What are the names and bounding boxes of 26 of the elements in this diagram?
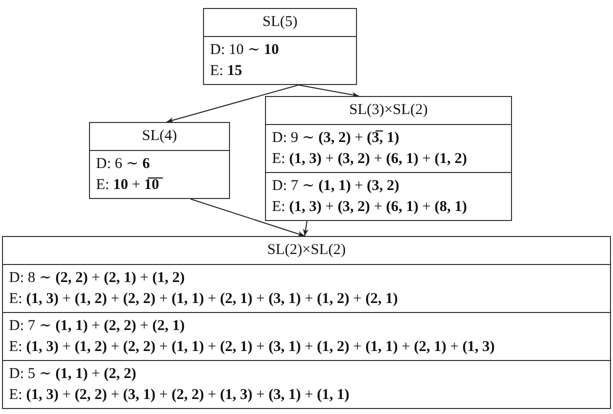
dimension-line-text: D: 7 ∼ (1, 1) + (2, 2) + (2, 1) bbox=[9, 317, 186, 336]
representation-line: E: (1, 3) + (3, 2) + (6, 1) + (8, 1) bbox=[272, 198, 468, 217]
group-box bbox=[89, 122, 230, 199]
group-title: SL(5) bbox=[204, 9, 356, 37]
representation-line: E: (1, 3) + (3, 2) + (6, 1) + (1, 2) bbox=[272, 150, 468, 169]
representation-line: E: (1, 3) + (1, 2) + (2, 2) + (1, 1) + (2, 1) + (3, 1) + (1, 2) + (2, 1) bbox=[9, 290, 399, 309]
representation-line: E: (1, 3) + (2, 2) + (3, 1) + (2, 2) + (1, 3) + (3, 1) + (1, 1) bbox=[9, 386, 350, 405]
representation-line: E: 15 bbox=[210, 62, 244, 81]
dimension-line-text: D: 8 ∼ (2, 2) + (2, 1) + (1, 2) bbox=[9, 269, 186, 288]
group-box bbox=[265, 96, 512, 221]
arrow bbox=[190, 198, 306, 236]
arrow bbox=[298, 84, 360, 98]
group-box bbox=[2, 236, 611, 409]
group-title: SL(2)×SL(2) bbox=[3, 237, 610, 265]
dimension-line-text: D: 10 ∼ 10 bbox=[210, 41, 280, 60]
group-title: SL(4) bbox=[90, 123, 229, 151]
arrow bbox=[302, 220, 308, 236]
representation-line: E: (1, 3) + (1, 2) + (2, 2) + (1, 1) + (2, 1) + (3, 1) + (1, 2) + (1, 1) + (2, 1) + (1, 3) bbox=[9, 338, 496, 357]
dimension-line-text: D: 9 ∼ (3, 2) + (3̅, 1) bbox=[272, 129, 400, 148]
group-title: SL(3)×SL(2) bbox=[266, 97, 511, 125]
representation-line: E: 10 + 1̅0̅ bbox=[96, 175, 223, 196]
group-box bbox=[203, 8, 357, 85]
arrow bbox=[166, 84, 299, 123]
dimension-line-text: D: 7 ∼ (1, 1) + (3, 2) bbox=[272, 177, 400, 196]
dimension-line-text: D: 5 ∼ (1, 1) + (2, 2) bbox=[9, 365, 138, 384]
dimension-line-text: D: 6 ∼ 6 bbox=[96, 155, 151, 174]
